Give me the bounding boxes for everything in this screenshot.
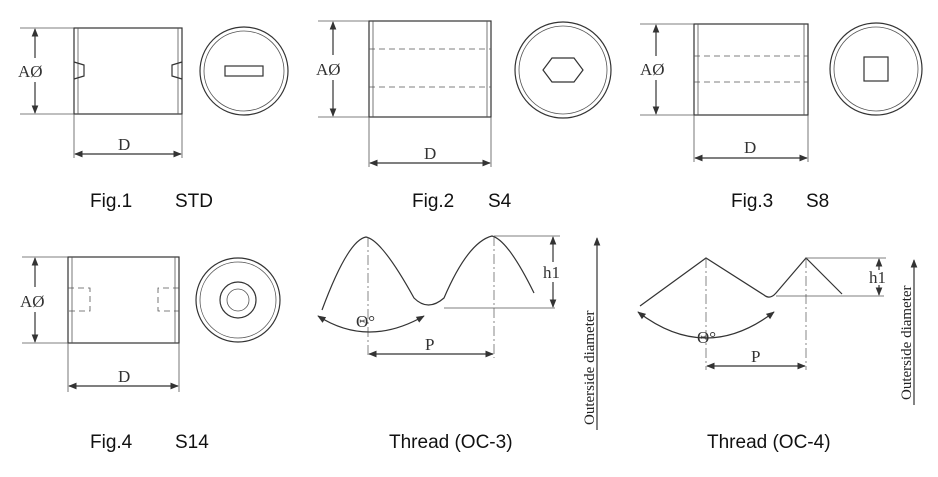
fig4-side-view xyxy=(22,256,180,392)
fig1-side-view xyxy=(20,27,183,158)
fig3-length-label: D xyxy=(744,138,756,157)
thread-oc3-caption: Thread (OC-3) xyxy=(389,432,513,453)
fig4-caption-number: Fig.4 xyxy=(90,432,133,453)
thread-oc3-profile xyxy=(317,235,601,430)
fig3-side-view xyxy=(640,23,809,162)
fig3-diameter-label: AØ xyxy=(640,60,665,79)
fig2-end-view xyxy=(514,21,612,119)
thread-oc4-caption: Thread (OC-4) xyxy=(707,432,831,453)
fig1-caption-type: STD xyxy=(175,191,213,212)
fig4-length-label: D xyxy=(118,367,130,386)
thread-oc4-pitch-label: P xyxy=(751,347,760,366)
fig4-diameter-label: AØ xyxy=(20,292,45,311)
thread-oc4-angle-label: Θ° xyxy=(697,328,716,347)
thread-oc4-outside-diameter-label: Outerside diameter xyxy=(899,285,915,400)
fig3-end-view xyxy=(829,22,923,116)
thread-oc3-height-label: h1 xyxy=(543,263,560,282)
fig4-caption-type: S14 xyxy=(175,432,209,453)
fig4-end-view xyxy=(195,257,281,343)
fig1-end-view xyxy=(199,26,289,116)
thread-oc3-pitch-label: P xyxy=(425,335,434,354)
fig1-diameter-label: AØ xyxy=(18,62,43,81)
fig2-caption-type: S4 xyxy=(488,191,512,212)
thread-oc4-profile xyxy=(637,257,918,405)
thread-oc3-angle-label: Θ° xyxy=(356,312,375,331)
fig3-caption-type: S8 xyxy=(806,191,829,212)
fig2-caption-number: Fig.2 xyxy=(412,191,454,212)
fig1-caption-number: Fig.1 xyxy=(90,191,132,212)
fig3-caption-number: Fig.3 xyxy=(731,191,773,212)
fig2-side-view xyxy=(318,20,492,167)
thread-oc3-outside-diameter-label: Outerside diameter xyxy=(582,310,598,425)
fig2-length-label: D xyxy=(424,144,436,163)
fig2-diameter-label: AØ xyxy=(316,60,341,79)
thread-oc4-height-label: h1 xyxy=(869,268,886,287)
fig1-length-label: D xyxy=(118,135,130,154)
